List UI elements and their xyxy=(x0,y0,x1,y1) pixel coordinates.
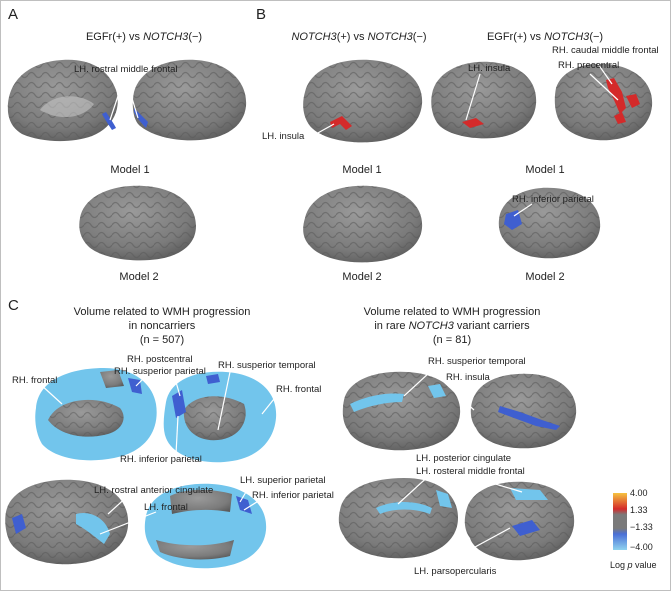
label-rh-frontal-left: RH. frontal xyxy=(12,375,58,386)
brain-c-left-rh-lateral xyxy=(163,371,277,463)
label-lh-superior-parietal: LH. superior parietal xyxy=(240,475,326,486)
label-lh-rosteral-middle-frontal: LH. rosteral middle frontal xyxy=(416,466,525,477)
brain-a-model1-lateral xyxy=(132,59,247,141)
leader-lines xyxy=(39,63,619,567)
label-rh-inferior-parietal: RH. inferior parietal xyxy=(512,194,594,205)
label-lh-parsopercularis: LH. parsopercularis xyxy=(414,566,497,577)
panel-a-letter: A xyxy=(8,6,19,23)
panel-a-title: EGFr(+) vs NOTCH3(−) xyxy=(85,31,203,43)
brain-c-left-lh-lateral xyxy=(144,483,267,569)
label-rh-frontal-right: RH. frontal xyxy=(276,384,322,395)
brain-c-right-rh-medial xyxy=(342,371,461,451)
brain-c-right-rh-lateral xyxy=(470,373,577,449)
label-rh-precentral: RH. precentral xyxy=(558,60,620,71)
label-lh-insula-left: LH. insula xyxy=(262,131,305,142)
brain-a-model2 xyxy=(79,185,196,261)
brain-c-right-lh-medial xyxy=(338,478,458,559)
panel-b-model1-left: Model 1 xyxy=(342,164,382,176)
panel-c-letter: C xyxy=(8,297,19,314)
brain-a-model1-medial xyxy=(7,59,118,142)
brain-b-egfr-model2 xyxy=(498,187,601,259)
panel-c-left-title: Volume related to WMH progression in non… xyxy=(73,306,251,346)
panel-a-model2-label: Model 2 xyxy=(119,271,159,283)
label-rh-postcentral: RH. postcentral xyxy=(127,354,193,365)
legend-tick-4: 4.00 xyxy=(630,488,648,498)
panel-b-model2-right: Model 2 xyxy=(525,271,565,283)
panel-c-right-title: Volume related to WMH progression in rar… xyxy=(363,306,541,346)
brain-c-left-lh-medial xyxy=(5,479,129,565)
brain-b-notch-model2 xyxy=(303,185,423,263)
label-rh-inferior-parietal-bottom: RH. inferior parietal xyxy=(252,490,334,501)
legend-tick-neg-4: −4.00 xyxy=(630,542,653,552)
brain-b-egfr-model1-rh xyxy=(554,63,653,141)
panel-b-model2-left: Model 2 xyxy=(342,271,382,283)
label-rh-caudal-middle-frontal: RH. caudal middle frontal xyxy=(552,45,659,56)
panel-a-model1-label: Model 1 xyxy=(110,164,150,176)
brain-b-notch-model1 xyxy=(303,59,423,143)
label-lh-posterior-cingulate: LH. posterior cingulate xyxy=(416,453,512,464)
panel-b-model1-right: Model 1 xyxy=(525,164,565,176)
label-rh-susperior-parietal: RH. susperior parietal xyxy=(114,366,206,377)
legend-tick-1-33: 1.33 xyxy=(630,505,648,515)
label-rh-susperior-temporal-left: RH. susperior temporal xyxy=(218,360,316,371)
legend-tick-neg-1-33: −1.33 xyxy=(630,522,653,532)
panel-b-left-title: NOTCH3(+) vs NOTCH3(−) xyxy=(291,31,427,43)
panel-b-letter: B xyxy=(256,6,267,23)
label-rh-insula: RH. insula xyxy=(446,372,490,383)
brain-c-left-rh-medial xyxy=(35,368,157,461)
label-rh-inferior-parietal-top: RH. inferior parietal xyxy=(120,454,202,465)
brain-c-right-lh-lateral xyxy=(464,481,575,561)
label-lh-rostral-anterior-cingulate: LH. rostral anterior cingulate xyxy=(94,485,214,496)
colorbar xyxy=(613,493,627,550)
label-lh-frontal: LH. frontal xyxy=(144,502,188,513)
legend-label: Log p value xyxy=(610,560,657,570)
brain-b-egfr-model1-lh xyxy=(431,61,537,139)
label-rh-susperior-temporal-right: RH. susperior temporal xyxy=(428,356,526,367)
label-lh-rostral-middle-frontal: LH. rostral middle frontal xyxy=(74,64,178,75)
panel-b-right-title: EGFr(+) vs NOTCH3(−) xyxy=(486,31,604,43)
label-lh-insula-right: LH. insula xyxy=(468,63,511,74)
